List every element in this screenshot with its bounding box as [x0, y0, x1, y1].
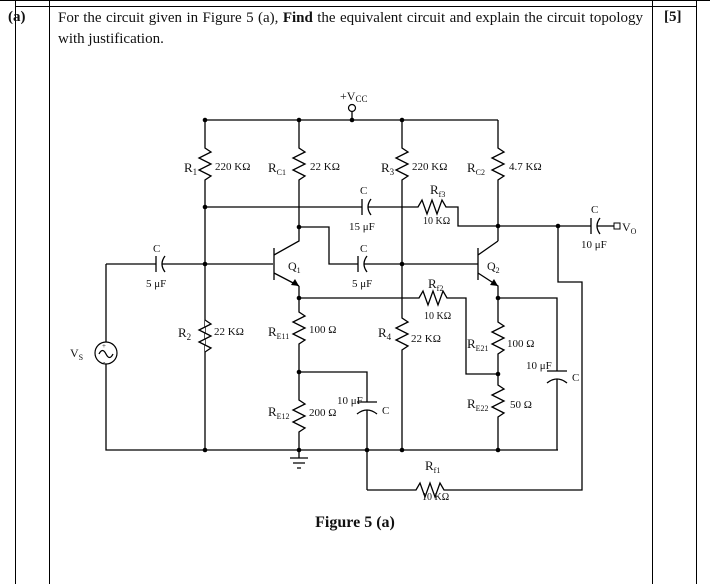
ce1-value: 10 μF: [337, 395, 363, 407]
cin-curved-plate: [161, 255, 166, 273]
vcc-label: +VCC: [340, 89, 367, 104]
rf1-value: 10 KΩ: [422, 492, 449, 503]
junction: [399, 447, 405, 453]
ccouple-curved-plate: [363, 255, 368, 273]
cout-curved-plate: [596, 217, 601, 235]
question-text-bold: Find: [282, 10, 313, 26]
question-marks: [5]: [664, 9, 682, 25]
rc2-resistor: [490, 120, 506, 241]
re21-label: RE21: [467, 336, 489, 353]
rf2-value: 10 KΩ: [424, 311, 451, 322]
ce2-label: C: [572, 372, 579, 384]
rf3-value: 10 KΩ: [423, 216, 450, 227]
q2-emitter-arrow: [490, 279, 498, 286]
rf1-label: Rf1: [425, 458, 440, 475]
cfb-curved-plate: [367, 198, 372, 216]
ccouple-value: 5 μF: [352, 278, 372, 290]
rc1-resistor: [291, 120, 307, 229]
ccouple-label: C: [360, 243, 367, 255]
rf1-feedback-path: [367, 240, 583, 499]
cout-value: 10 μF: [581, 239, 607, 251]
rc2-label: RC2: [467, 160, 485, 177]
q1-emitter-arrow: [291, 279, 299, 286]
cfb-value: 15 μF: [349, 221, 375, 233]
vo-terminal: [613, 222, 621, 230]
ce1-label: C: [382, 405, 389, 417]
vs-label: VS: [70, 346, 83, 362]
vo-label: VO: [622, 220, 637, 236]
cfb-label: C: [360, 185, 367, 197]
junction: [364, 447, 370, 453]
re22-value: 50 Ω: [510, 399, 532, 411]
re11-re12-resistors: [291, 298, 307, 450]
q1-label: Q1: [288, 259, 301, 275]
re21-value: 100 Ω: [507, 338, 534, 350]
vcc-terminal: [347, 103, 357, 113]
ce1-wire: [299, 371, 368, 490]
r2-resistor: [197, 319, 213, 353]
rc1-label: RC1: [268, 160, 286, 177]
re22-label: RE22: [467, 396, 489, 413]
rf3-feedback-path: [205, 198, 498, 227]
table-left-border: [15, 0, 16, 584]
rc1-value: 22 KΩ: [310, 161, 340, 173]
r2-value: 22 KΩ: [214, 326, 244, 338]
rf3-label: Rf3: [430, 182, 445, 199]
source-minus: -: [103, 358, 106, 366]
r4-label: R4: [378, 325, 392, 342]
ground-icon: [290, 450, 308, 469]
r1-resistor: [197, 120, 213, 450]
cin-value: 5 μF: [146, 278, 166, 290]
table-top-border: [0, 0, 710, 1]
cin-label: C: [153, 243, 160, 255]
r2-label: R2: [178, 325, 191, 342]
rf2-label: Rf2: [428, 276, 443, 293]
rc2-value: 4.7 KΩ: [509, 161, 542, 173]
ce2-value: 10 μF: [526, 360, 552, 372]
r1-label: R1: [184, 160, 197, 177]
re12-label: RE12: [268, 404, 290, 421]
re12-value: 200 Ω: [309, 407, 336, 419]
q1-transistor: [205, 227, 300, 287]
ce1-curved-plate: [356, 409, 378, 415]
r3-label: R3: [381, 160, 395, 177]
question-text-prefix: For the circuit given in Figure 5 (a),: [58, 10, 283, 26]
source-wire: [105, 264, 205, 451]
ce2-wire: [498, 297, 558, 450]
q2-label: Q2: [487, 259, 500, 275]
r1-value: 220 KΩ: [215, 161, 250, 173]
source-plus: +: [102, 342, 106, 350]
figure-caption: Figure 5 (a): [315, 514, 395, 531]
question-text-suffix: the equivalent circuit and explain the c…: [58, 10, 643, 47]
table-row-top: [15, 6, 697, 7]
ce2-curved-plate: [546, 378, 568, 384]
question-label: (a): [8, 9, 26, 25]
junction: [495, 371, 501, 377]
interstage-wire: [299, 226, 478, 265]
table-right-border: [696, 0, 697, 584]
junction: [202, 447, 208, 453]
rf2-feedback-path: [298, 286, 498, 375]
junction: [399, 261, 405, 267]
r3-r4-divider: [394, 120, 410, 450]
re11-value: 100 Ω: [309, 324, 336, 336]
re11-label: RE11: [268, 324, 289, 341]
cout-label: C: [591, 204, 598, 216]
sine-glyph: [98, 349, 114, 359]
question-text: For the circuit given in Figure 5 (a), F…: [58, 8, 643, 50]
r4-value: 22 KΩ: [411, 333, 441, 345]
table-col-divider-2: [652, 0, 653, 584]
table-col-divider-1: [49, 0, 50, 584]
r3-value: 220 KΩ: [412, 161, 447, 173]
